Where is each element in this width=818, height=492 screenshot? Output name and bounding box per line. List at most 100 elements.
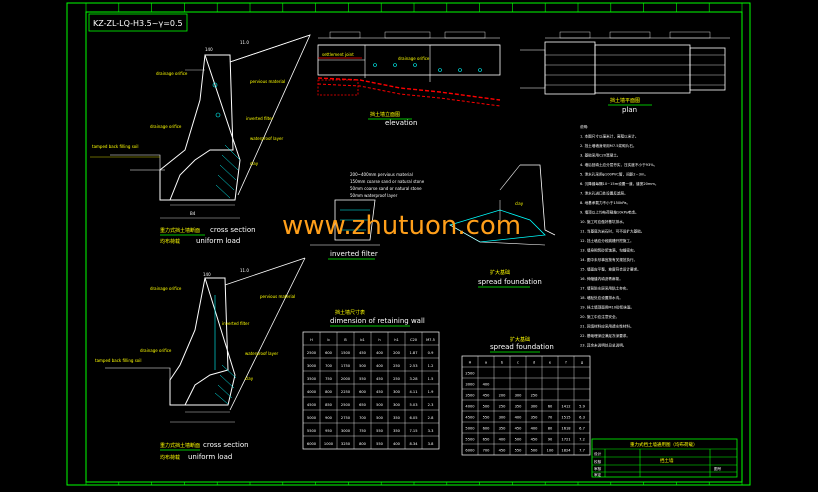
dim-table-cell: 1.87 — [409, 351, 417, 355]
spread-table-cell: 200 — [499, 394, 507, 398]
dim-table-cell: 5.03 — [409, 403, 417, 407]
note-line: 3. 基础采用C20混凝土。 — [580, 153, 620, 158]
spread-table-cell: 5500 — [465, 438, 475, 442]
spread-table-cell: 500 — [483, 405, 491, 409]
spread-foundation-view: clay 扩大基础 spread foundation — [448, 164, 556, 288]
dim-table-cell: 1500 — [341, 351, 351, 355]
note-line: 19. 挡土墙顶面用M10砂浆抹面。 — [580, 305, 634, 310]
note-line: 2. 挡土墙墙身采用M7.5浆砌片石。 — [580, 143, 637, 148]
spread-table-cell: 4500 — [465, 416, 475, 420]
drawing-code: KZ-ZL-LQ-H3.5~γ=0.5 — [93, 19, 183, 28]
dim-table-cell: 4.11 — [409, 390, 417, 394]
dim-table-cell: 3500 — [307, 377, 317, 381]
caption-cn-elevation: 挡土墙立面图 — [370, 111, 400, 118]
caption-cn-spread: 扩大基础 — [490, 269, 510, 276]
tb-row-2: 校核 — [594, 459, 602, 464]
dim-table-cell: 6000 — [307, 442, 317, 446]
spread-table-cell: 4000 — [465, 405, 475, 409]
dim-table-cell: 3.28 — [409, 377, 418, 381]
frame-ticks — [85, 3, 743, 485]
dim-table-cell: 2.53 — [409, 364, 417, 368]
dim-table-cell: 850 — [325, 403, 333, 407]
dim-table-cell: 2000 — [341, 377, 351, 381]
dim-table-header: h1 — [394, 338, 399, 342]
dim-table-cell: 650 — [359, 403, 367, 407]
label-settlement-elev: settlement joint — [322, 52, 354, 57]
spread-table-header: b — [501, 361, 504, 365]
spread-table-cell: 5.9 — [579, 405, 585, 409]
note-line: 9. 墙顶以上均布荷载按10kPa考虑。 — [580, 210, 639, 215]
dim-table-cell: 4500 — [307, 403, 317, 407]
tb-project: 重力式挡土墙通用图（均布荷载） — [630, 441, 698, 448]
spread-table-cell: 250 — [499, 405, 507, 409]
dim-table-cell: 1750 — [341, 364, 351, 368]
caption-en-bottom: cross section — [203, 441, 249, 449]
spread-table-cell: 400 — [515, 416, 523, 420]
dim-table-cell: 600 — [325, 351, 333, 355]
dim-table-cell: 500 — [376, 416, 384, 420]
spread-table-cell: 350 — [531, 416, 539, 420]
dim-table-cell: 500 — [376, 403, 384, 407]
filter-note-3: 50mm coarse sand or natural stone — [350, 186, 422, 191]
note-line: 10. 施工时应做好基坑排水。 — [580, 219, 626, 224]
caption-en-plan: plan — [622, 106, 637, 114]
dim-table-cell: 200 — [393, 351, 401, 355]
note-line: 1. 本图尺寸以毫米计，高程以米计。 — [580, 134, 638, 139]
dim-table-cell: 300 — [393, 403, 401, 407]
label-tamped-top: tamped back filling soil — [92, 144, 138, 149]
dim-table-cell: 750 — [359, 429, 367, 433]
spread-table-cell: 1824 — [561, 449, 571, 453]
spread-table-cell: 100 — [547, 449, 555, 453]
spread-table-cell: 250 — [531, 394, 539, 398]
spread-table-cell: 550 — [515, 449, 523, 453]
spread-table-cell: 1618 — [561, 427, 571, 431]
plan-view: 挡土墙平面图 plan — [520, 31, 730, 114]
spread-table-cell: 80 — [548, 427, 553, 431]
caption-en-elevation: elevation — [385, 119, 417, 127]
spread-table-cell: 2500 — [465, 372, 475, 376]
caption-en-top: cross section — [210, 226, 256, 234]
dim-table-cell: 1.2 — [428, 364, 434, 368]
label-drainage2-bottom: drainage orifice — [140, 348, 172, 353]
note-line: 5. 泄水孔采用φ100PVC管，间距2~3m。 — [580, 172, 648, 177]
cross-section-top: B4 11.0 140 drainage orifice pervious ma… — [90, 34, 311, 245]
dim-table-cell: 700 — [359, 416, 367, 420]
spread-table-cell: 300 — [499, 416, 507, 420]
inverted-filter-view: 200~400mm pervious material 150mm coarse… — [310, 172, 425, 260]
code-box — [88, 13, 188, 32]
note-line: 13. 墙身砌筑砂浆饱满，勾缝密实。 — [580, 248, 637, 253]
dim-table-cell: 800 — [325, 390, 333, 394]
dim-table-cell: 3000 — [341, 429, 351, 433]
note-line: 说明: — [580, 124, 588, 129]
spread-table-header: e — [549, 361, 552, 365]
caption-suben-top: uniform load — [196, 237, 240, 245]
dim-table-header: b1 — [360, 338, 365, 342]
spread-table-cell: 5000 — [465, 427, 475, 431]
dim-table-cell: 400 — [376, 364, 384, 368]
filter-note-1: 200~400mm pervious material — [350, 172, 413, 177]
table-spread-title-en: spread foundation — [490, 343, 554, 351]
label-drainage-elev: drainage orifice — [398, 56, 430, 61]
dim-table-header: H — [310, 338, 313, 342]
spread-table-cell: 6.3 — [579, 416, 585, 420]
dim-table-cell: 3250 — [341, 442, 351, 446]
spread-table-cell: 450 — [483, 394, 491, 398]
note-line: 18. 墙趾处应设置排水沟。 — [580, 295, 623, 300]
caption-en-spread: spread foundation — [478, 278, 542, 286]
note-line: 6. 沉降缝每隔10~15m设置一道，缝宽20mm。 — [580, 181, 659, 186]
dim-table-cell: 3000 — [307, 364, 317, 368]
dim-table-cell: 3.8 — [428, 442, 434, 446]
dim-table-cell: 450 — [376, 377, 384, 381]
label-waterproof-bottom: waterproof layer — [245, 351, 278, 356]
spread-table-cell: 300 — [531, 405, 539, 409]
caption-cn-bottom: 重力式挡土墙断面 — [160, 442, 200, 449]
caption-suben-bottom: uniform load — [188, 453, 232, 461]
table-spread-title-cn: 扩大基础 — [510, 336, 530, 343]
caption-subcn-top: 均布荷载 — [160, 238, 180, 245]
spread-table-cell: 400 — [499, 438, 507, 442]
spread-table-header: d — [533, 361, 535, 365]
filter-note-4: 50mm waterproof layer — [350, 193, 398, 198]
